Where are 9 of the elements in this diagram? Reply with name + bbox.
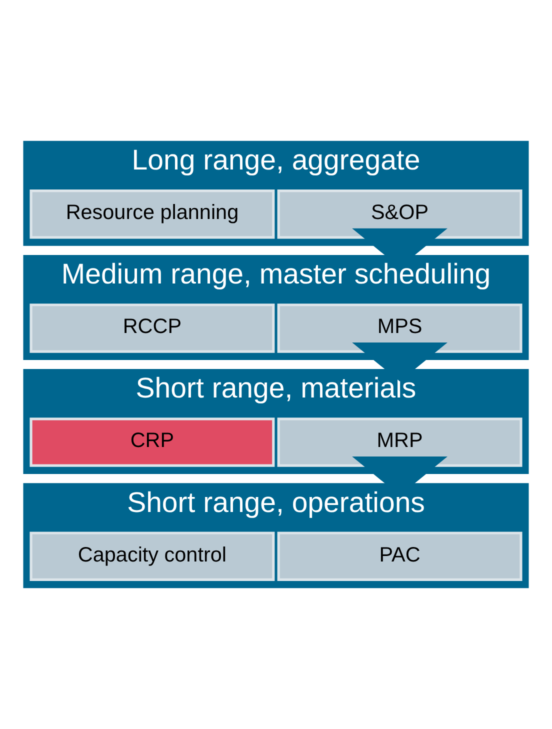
- node-box: Capacity control: [30, 532, 275, 581]
- arrow: [352, 342, 448, 382]
- node-box: S&OP: [277, 190, 522, 239]
- node-box: Resource planning: [30, 190, 275, 239]
- node-box: MRP: [277, 418, 522, 467]
- node-box: RCCP: [30, 304, 275, 353]
- node-box: MPS: [277, 304, 522, 353]
- node-box: CRP: [30, 418, 275, 467]
- node-box: PAC: [277, 532, 522, 581]
